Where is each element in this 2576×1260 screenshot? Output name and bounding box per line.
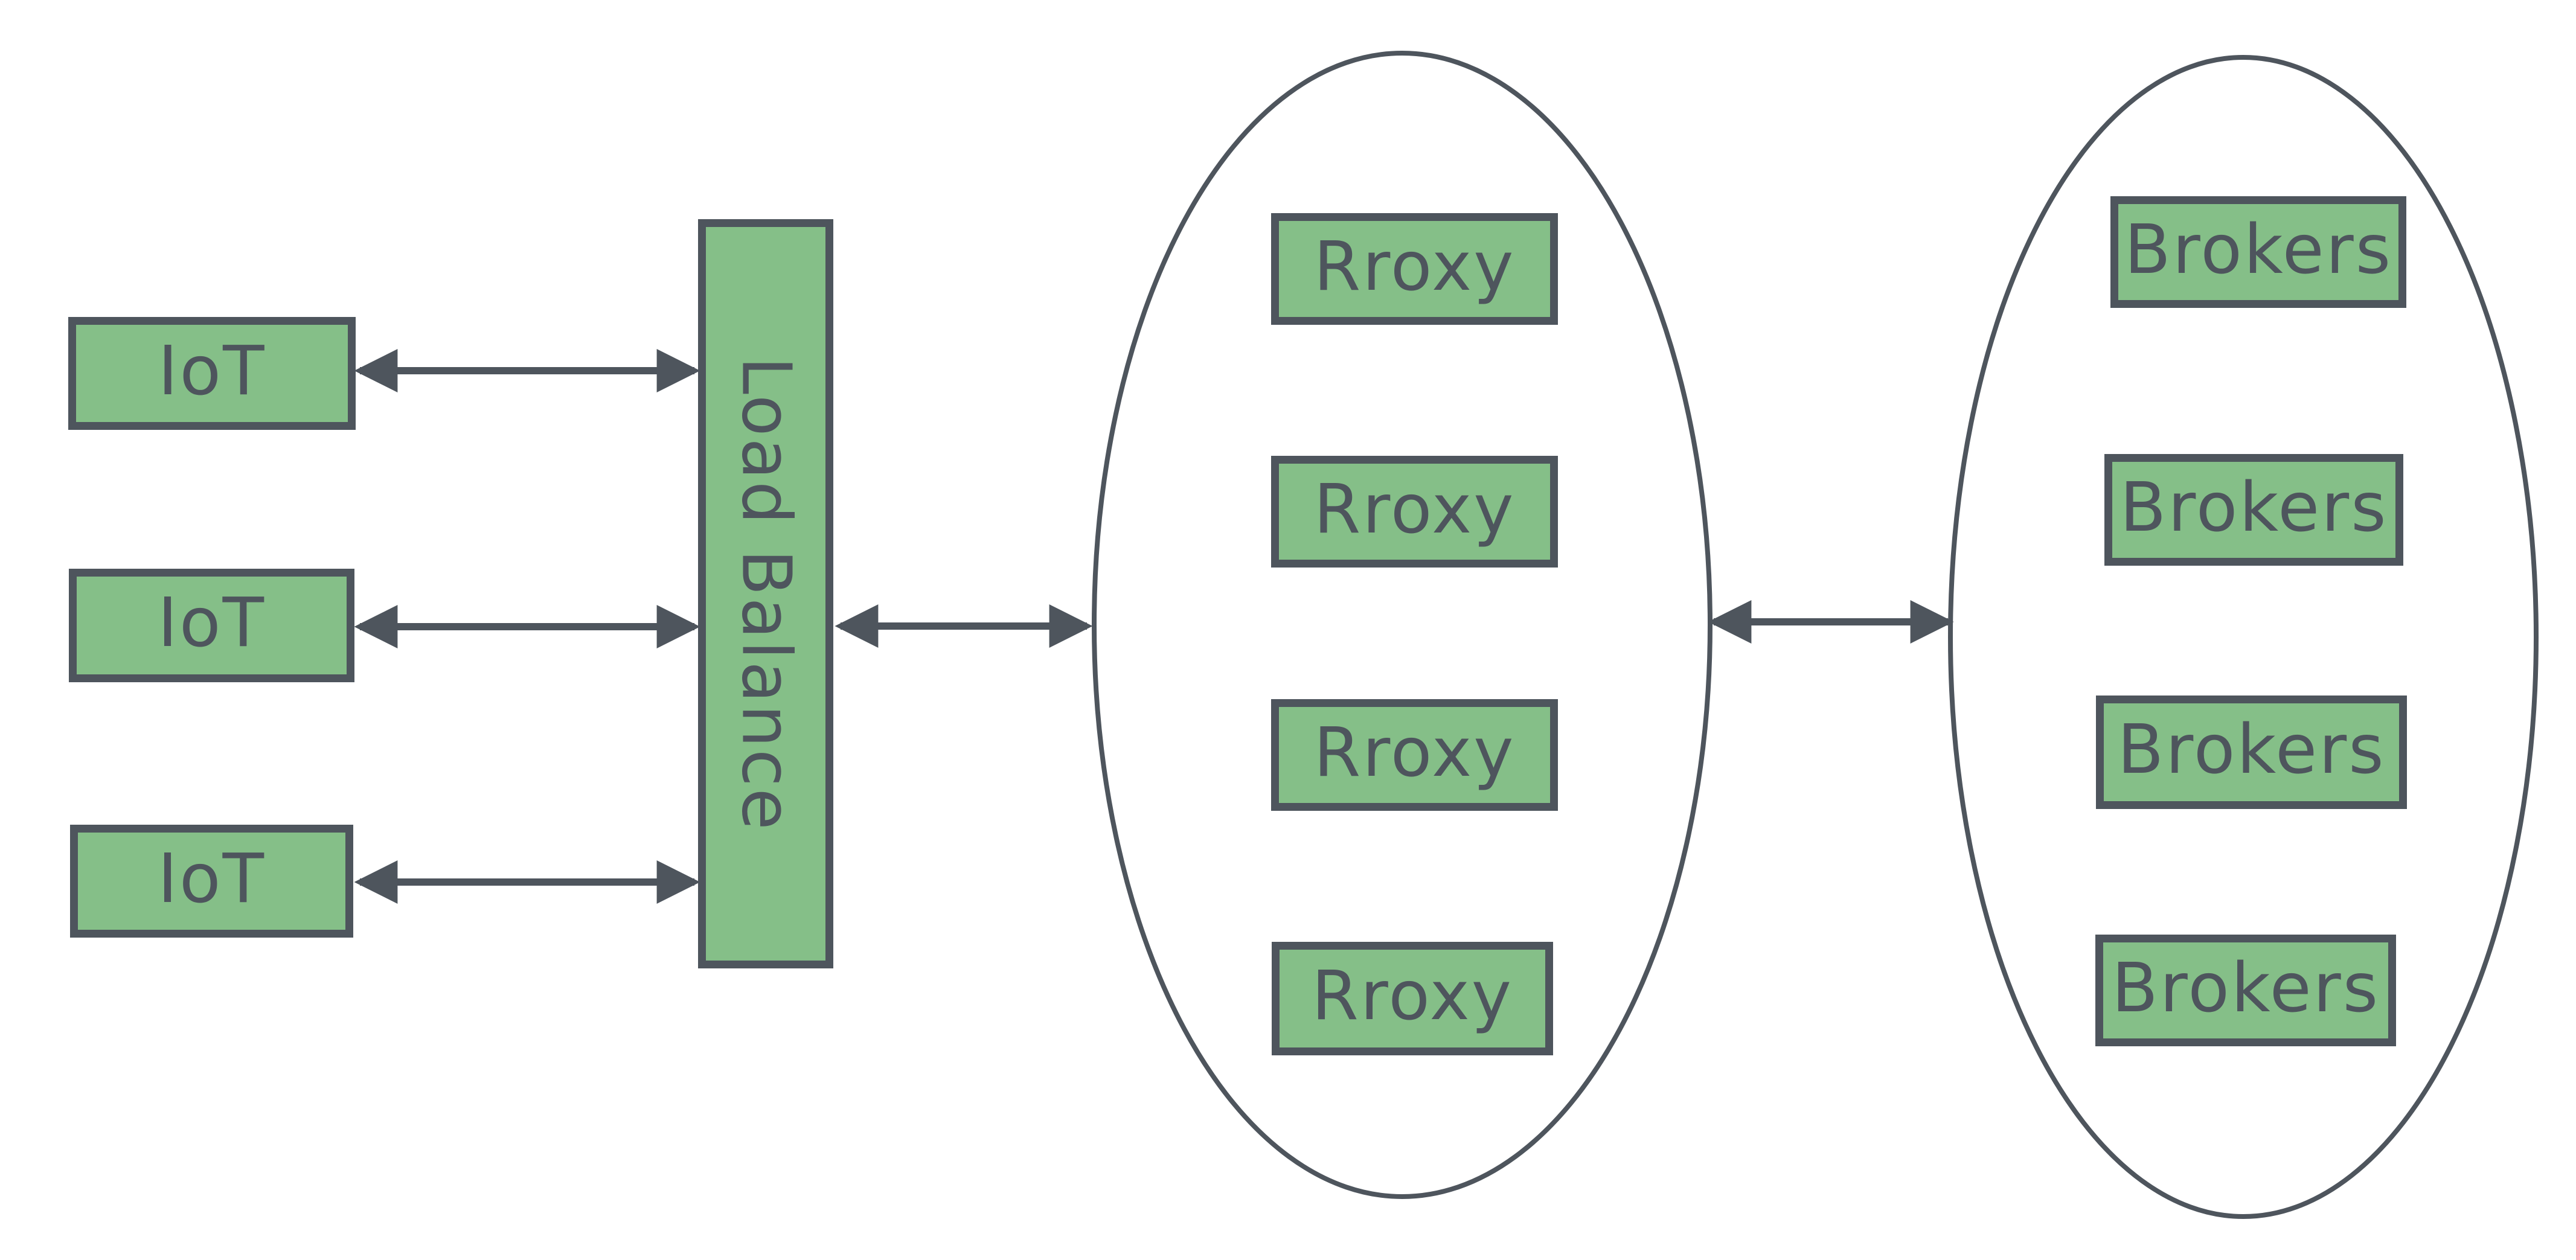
proxy-node-1-label: Rroxy	[1313, 227, 1516, 306]
proxy-node-4: Rroxy	[1272, 942, 1553, 1055]
iot-node-2-label: IoT	[158, 584, 266, 662]
proxy-node-2-label: Rroxy	[1313, 470, 1516, 549]
broker-node-2: Brokers	[2104, 454, 2403, 566]
broker-node-4: Brokers	[2095, 935, 2396, 1046]
iot-node-3: IoT	[70, 825, 353, 938]
broker-node-1-label: Brokers	[2124, 210, 2393, 289]
proxy-node-2: Rroxy	[1271, 456, 1558, 568]
iot-node-1-label: IoT	[158, 331, 266, 411]
broker-node-3-label: Brokers	[2117, 711, 2386, 789]
load-balancer-label: Load Balance	[726, 356, 805, 831]
proxy-node-3-label: Rroxy	[1313, 713, 1516, 792]
proxy-node-4-label: Rroxy	[1311, 957, 1514, 1035]
iot-node-3-label: IoT	[158, 839, 266, 918]
broker-node-4-label: Brokers	[2111, 948, 2380, 1028]
iot-node-1: IoT	[68, 317, 356, 430]
iot-node-2: IoT	[69, 569, 354, 682]
broker-node-2-label: Brokers	[2119, 468, 2388, 547]
broker-node-3: Brokers	[2096, 696, 2407, 809]
proxy-node-3: Rroxy	[1271, 699, 1558, 811]
load-balancer-node: Load Balance	[698, 219, 833, 968]
proxy-node-1: Rroxy	[1271, 213, 1558, 325]
broker-node-1: Brokers	[2110, 196, 2406, 308]
